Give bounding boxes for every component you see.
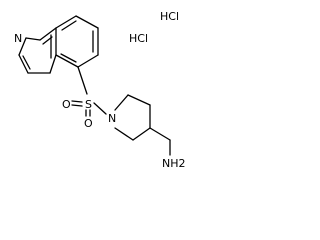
sulfonyl-bonds <box>71 66 107 117</box>
isoquinoline-benzene-ring <box>55 15 99 68</box>
aminomethyl-chain <box>149 127 171 156</box>
isoquinoline-nitrogen-label: N <box>14 32 22 45</box>
sulfonyl-oxygen-upper-label: O <box>62 98 71 111</box>
chemical-structure: N S O O N NH2 HCl HCl <box>14 10 186 170</box>
isoquinoline-pyridine-ring <box>18 27 57 74</box>
sulfonyl-oxygen-lower-label: O <box>84 117 93 130</box>
piperidine-nitrogen-label: N <box>108 112 116 125</box>
amine-label: NH2 <box>162 157 186 170</box>
sulfur-label: S <box>85 98 92 111</box>
piperidine-ring <box>114 94 151 141</box>
hcl-salt-label-2: HCl <box>129 32 148 45</box>
hcl-salt-label-1: HCl <box>160 10 179 23</box>
